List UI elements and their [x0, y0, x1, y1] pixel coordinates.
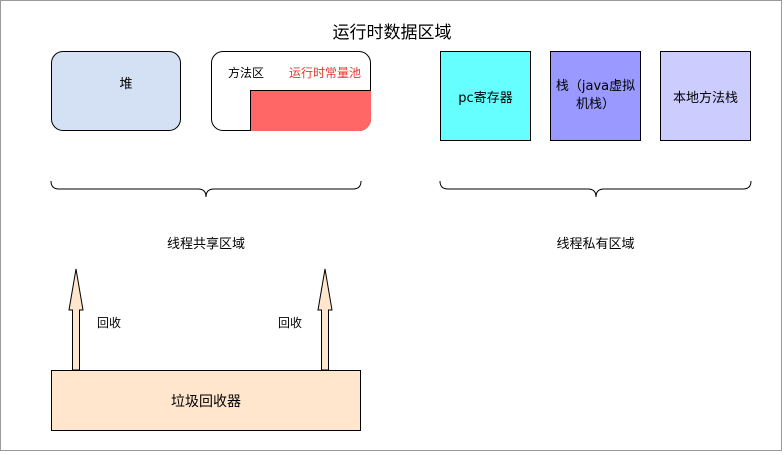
- left-recycle-label: 回收: [97, 316, 122, 330]
- shared-area-label: 线程共享区域: [166, 237, 245, 252]
- right-recycle-arrow: [317, 268, 333, 371]
- garbage-collector-box: 垃圾回收器: [51, 370, 361, 431]
- method-area-label: 方法区: [228, 66, 265, 80]
- shared-brace: [50, 180, 362, 198]
- native-stack-label: 本地方法栈: [672, 90, 738, 106]
- constant-pool-label: 运行时常量池: [289, 66, 362, 80]
- right-recycle-label: 回收: [278, 316, 303, 330]
- native-stack-box: 本地方法栈: [660, 51, 751, 141]
- private-area-label: 线程私有区域: [556, 237, 635, 252]
- garbage-collector-label: 垃圾回收器: [171, 393, 241, 410]
- vm-stack-box: 栈（java虚拟机栈）: [550, 51, 641, 141]
- diagram-title: 运行时数据区域: [332, 23, 452, 43]
- heap-box: [51, 51, 181, 131]
- vm-stack-label: 栈（java虚拟机栈）: [555, 79, 636, 112]
- left-recycle-arrow: [68, 268, 84, 371]
- pc-register-box: pc寄存器: [440, 51, 531, 141]
- heap-label: 堆: [119, 77, 133, 92]
- private-brace: [439, 180, 752, 198]
- pc-register-label: pc寄存器: [458, 90, 513, 106]
- constant-pool-box: [250, 90, 371, 131]
